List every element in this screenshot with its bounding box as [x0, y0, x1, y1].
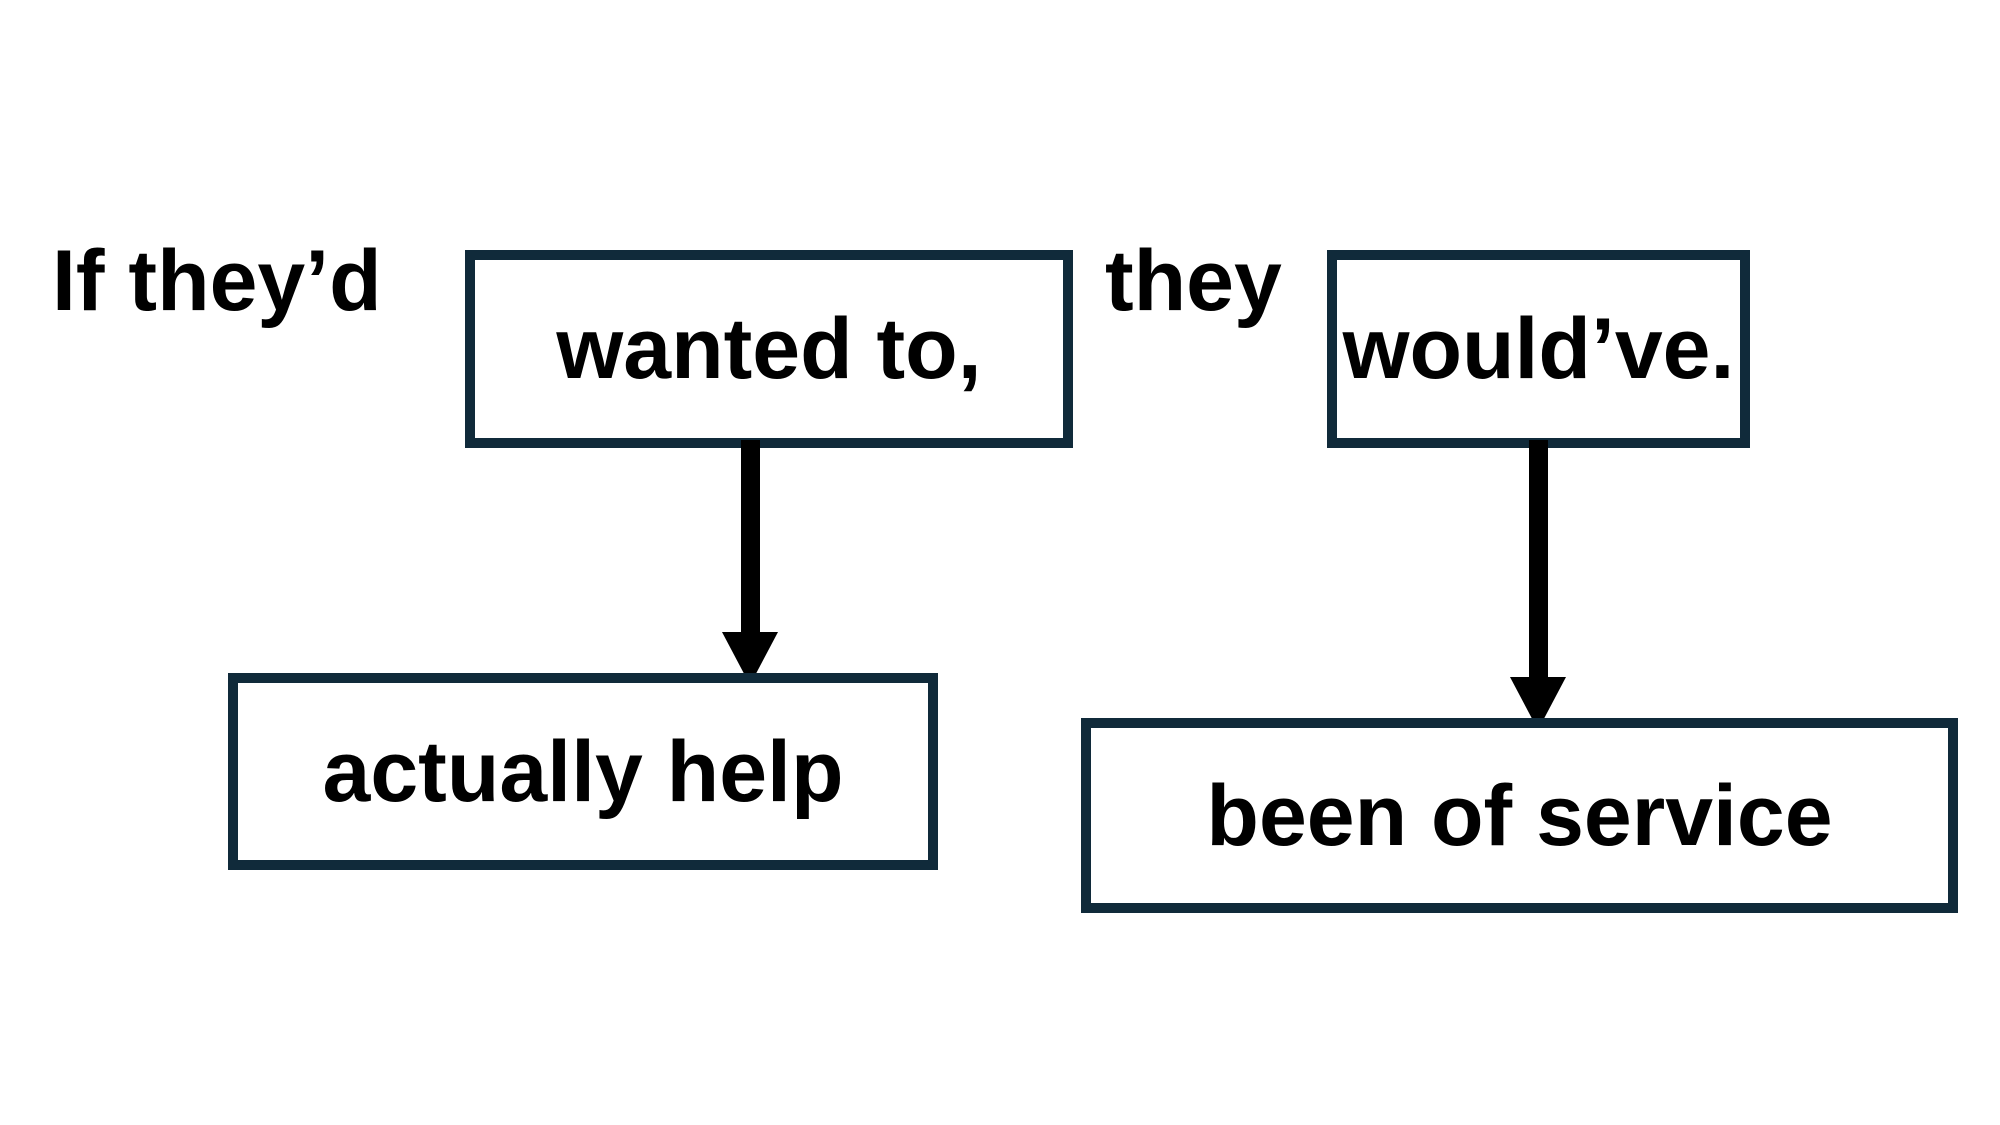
sentence-text-they: they: [1105, 233, 1282, 329]
phrase-box-wanted-to[interactable]: wanted to,: [465, 250, 1073, 448]
phrase-box-label: wanted to,: [556, 301, 982, 397]
down-arrow-icon: [1510, 440, 1566, 730]
phrase-box-wouldve[interactable]: would’ve.: [1327, 250, 1750, 448]
phrase-box-actually-help[interactable]: actually help: [228, 673, 938, 870]
sentence-text-if-theyd: If they’d: [52, 233, 382, 329]
phrase-box-label: been of service: [1206, 767, 1833, 864]
down-arrow-icon: [722, 440, 778, 685]
phrase-box-been-of-service[interactable]: been of service: [1081, 718, 1958, 913]
phrase-box-label: would’ve.: [1342, 301, 1735, 397]
phrase-box-label: actually help: [322, 723, 844, 820]
